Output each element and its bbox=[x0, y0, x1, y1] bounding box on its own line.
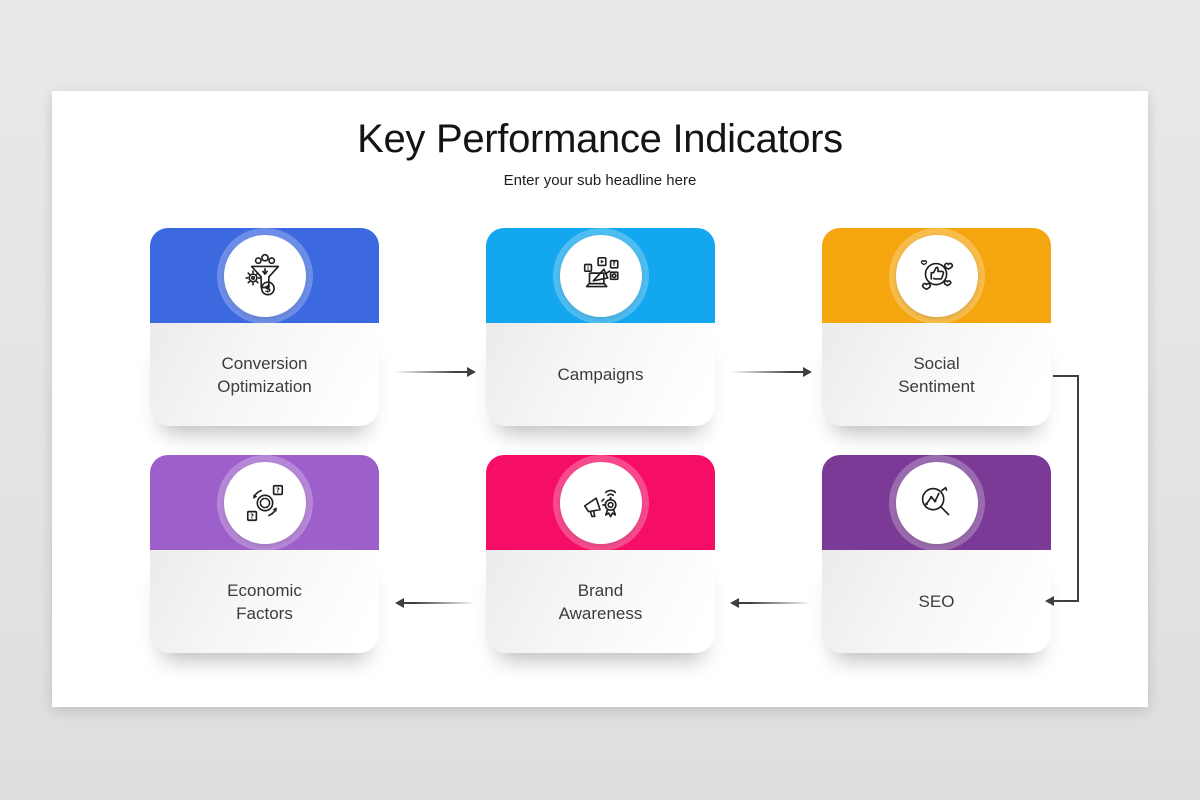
card-label: Campaigns bbox=[557, 365, 644, 384]
svg-text:?: ? bbox=[250, 512, 254, 520]
icon-circle bbox=[895, 234, 978, 317]
kpi-card-campaigns: i f Campaigns bbox=[486, 228, 715, 426]
arrow-right-icon bbox=[467, 367, 476, 377]
kpi-card-seo: SEO bbox=[822, 455, 1051, 653]
card-body: Campaigns bbox=[486, 323, 715, 426]
svg-text:$: $ bbox=[264, 283, 271, 294]
card-header bbox=[822, 455, 1051, 550]
icon-circle: i f bbox=[559, 234, 642, 317]
icon-circle bbox=[559, 461, 642, 544]
flow-arrow-brand-to-economic bbox=[395, 598, 476, 608]
arrow-right-icon bbox=[803, 367, 812, 377]
arrow-left-icon bbox=[395, 598, 404, 608]
card-header: $ bbox=[150, 228, 379, 323]
icon-circle: $ bbox=[223, 234, 306, 317]
flow-arrow-conversion-to-campaigns bbox=[395, 367, 476, 377]
elbow-connector-social-to-seo bbox=[1045, 375, 1079, 606]
svg-text:?: ? bbox=[275, 486, 279, 494]
funnel-dollar-icon: $ bbox=[244, 253, 279, 296]
flow-arrow-campaigns-to-social bbox=[731, 367, 812, 377]
page-title: Key Performance Indicators bbox=[357, 117, 843, 161]
campaign-laptop-icon: i f bbox=[583, 256, 619, 287]
flow-arrow-seo-to-brand bbox=[730, 598, 811, 608]
seo-magnifier-icon bbox=[921, 486, 949, 515]
card-header bbox=[822, 228, 1051, 323]
arrow-left-icon bbox=[730, 598, 739, 608]
card-label: SEO bbox=[918, 592, 955, 611]
page-subtitle: Enter your sub headline here bbox=[503, 172, 697, 189]
icon-circle: ? ? bbox=[223, 461, 306, 544]
slide-canvas: Key Performance Indicators Enter your su… bbox=[52, 91, 1148, 707]
svg-text:i: i bbox=[587, 265, 589, 271]
card-header: i f bbox=[486, 228, 715, 323]
svg-text:f: f bbox=[612, 262, 615, 268]
card-header bbox=[486, 455, 715, 550]
card-body: SEO bbox=[822, 550, 1051, 653]
economy-cycle-icon: ? ? bbox=[246, 484, 283, 521]
megaphone-badge-icon bbox=[583, 489, 617, 517]
icon-circle bbox=[895, 461, 978, 544]
thumbs-up-hearts-icon bbox=[920, 259, 953, 290]
arrow-left-icon bbox=[1045, 596, 1054, 606]
card-header: ? ? bbox=[150, 455, 379, 550]
